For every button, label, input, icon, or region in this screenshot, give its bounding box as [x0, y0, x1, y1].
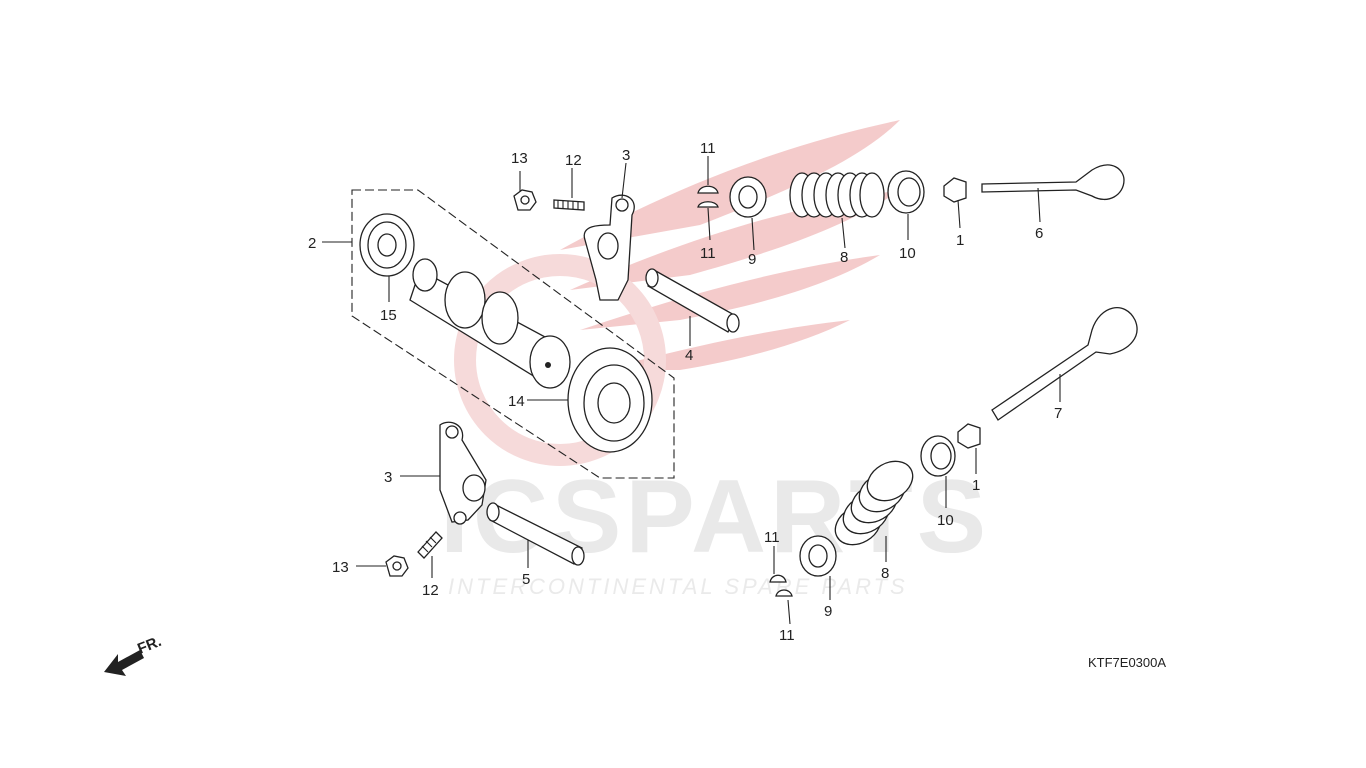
callout-8-lower: 8: [881, 565, 889, 582]
front-arrow-icon: [104, 650, 144, 676]
rocker-arm-lower: [439, 421, 487, 525]
callout-9-upper: 9: [748, 251, 756, 268]
front-label: FR.: [135, 633, 164, 658]
stem-seal-upper: [943, 177, 967, 203]
rocker-arm-upper: [583, 194, 635, 301]
nut-upper: [513, 189, 537, 211]
callout-5: 5: [522, 571, 530, 588]
callout-15: 15: [380, 307, 397, 324]
callout-12-upper: 12: [565, 152, 582, 169]
watermark-tagline: INTERCONTINENTAL SPARE PARTS: [448, 574, 908, 599]
adjusting-screw-upper: [553, 199, 585, 211]
callout-11-lower-bottom: 11: [779, 627, 795, 644]
nut-lower: [385, 555, 409, 577]
watermark-gear: [454, 254, 666, 466]
callout-9-lower: 9: [824, 603, 832, 620]
camshaft: [409, 258, 571, 389]
rocker-shaft-upper: [645, 268, 740, 333]
spring-retainer-lower: [799, 535, 837, 577]
watermark: ICSPARTS INTERCONTINENTAL SPARE PARTS: [440, 120, 986, 599]
rocker-shaft-lower: [486, 502, 585, 566]
callout-13-lower: 13: [332, 559, 349, 576]
callout-8-upper: 8: [840, 249, 848, 266]
front-direction-indicator: FR.: [104, 633, 164, 676]
callout-11-upper-top: 11: [700, 140, 716, 157]
spring-retainer-upper: [729, 176, 767, 218]
callout-11-upper-bottom: 11: [700, 245, 716, 262]
cotters-lower: [769, 574, 793, 597]
bearing-15: [359, 213, 415, 277]
callout-4: 4: [685, 347, 693, 364]
callout-3-lower: 3: [384, 469, 392, 486]
callout-labels: 2 15 13 12 3 11 11 9 8 10 1 6 4 7 14 3 5…: [308, 140, 1062, 644]
valve-exhaust: [991, 307, 1138, 421]
callout-11-lower-top: 11: [764, 529, 780, 546]
callout-10-upper: 10: [899, 245, 916, 262]
callout-7: 7: [1054, 405, 1062, 422]
callout-1-upper: 1: [956, 232, 964, 249]
cotters-upper: [697, 185, 719, 208]
callout-14: 14: [508, 393, 525, 410]
callout-10-lower: 10: [937, 512, 954, 529]
callout-2: 2: [308, 235, 316, 252]
stem-seal-lower: [957, 423, 981, 449]
bearing-14: [567, 347, 653, 453]
callout-12-lower: 12: [422, 582, 439, 599]
valve-intake: [981, 164, 1125, 201]
leader-lines: [322, 156, 1061, 625]
callout-1-lower: 1: [972, 477, 980, 494]
spring-seat-upper: [887, 170, 925, 214]
valve-spring-upper: [789, 172, 885, 218]
camshaft-assembly-frame: [351, 189, 675, 479]
callout-3-upper: 3: [622, 147, 630, 164]
valve-spring-lower: [834, 460, 914, 546]
spring-seat-lower: [920, 435, 956, 477]
callout-6: 6: [1035, 225, 1043, 242]
adjusting-screw-lower: [417, 531, 443, 559]
diagram-code: KTF7E0300A: [1088, 655, 1166, 670]
callout-13-upper: 13: [511, 150, 528, 167]
